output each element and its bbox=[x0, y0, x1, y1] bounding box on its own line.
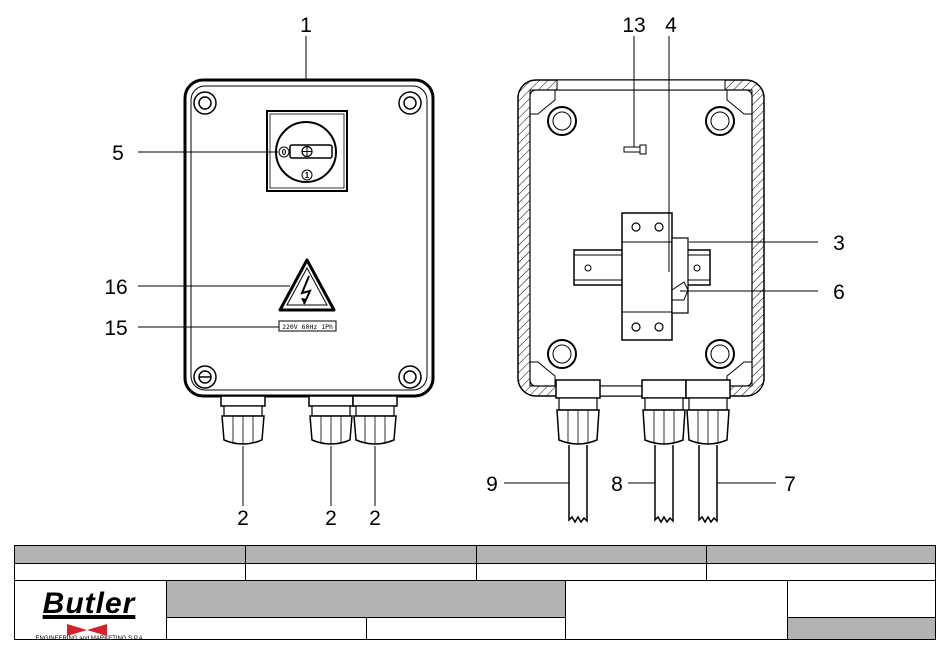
mounting-boss-icon bbox=[548, 107, 576, 135]
butler-logo-mark-icon bbox=[67, 624, 107, 636]
electrical-box-drawing: 0 1 220V 60Hz 1Ph bbox=[0, 0, 950, 545]
title-cell bbox=[565, 580, 788, 640]
callout-1: 1 bbox=[300, 14, 312, 37]
mounting-boss-icon bbox=[706, 340, 734, 368]
callout-9: 9 bbox=[486, 473, 498, 496]
rear-view: 13 4 3 6 9 8 7 bbox=[486, 14, 845, 522]
switch-pos-off: 0 bbox=[282, 148, 287, 157]
rating-plate-text: 220V 60Hz 1Ph bbox=[282, 323, 333, 331]
title-header-cell bbox=[14, 545, 246, 564]
callout-4: 4 bbox=[665, 14, 677, 37]
cable-gland bbox=[353, 396, 397, 444]
callout-6: 6 bbox=[833, 281, 845, 304]
callout-5: 5 bbox=[112, 142, 124, 165]
butler-logo-subtitle: ENGINEERING and MARKETING S.P.A. bbox=[15, 636, 165, 642]
cable-gland bbox=[221, 396, 265, 444]
title-value-cell bbox=[14, 563, 246, 581]
cable-gland bbox=[642, 380, 686, 522]
callout-3: 3 bbox=[833, 232, 845, 255]
cable-gland bbox=[556, 380, 600, 522]
callout-2: 2 bbox=[369, 507, 381, 530]
title-header-cell bbox=[706, 545, 936, 564]
callout-16: 16 bbox=[104, 276, 127, 299]
callout-2: 2 bbox=[237, 507, 249, 530]
mounting-boss-icon bbox=[548, 340, 576, 368]
title-block: Butler ENGINEERING and MARKETING S.P.A. bbox=[14, 545, 936, 640]
title-header-cell bbox=[245, 545, 477, 564]
logo-cell: Butler ENGINEERING and MARKETING S.P.A. bbox=[14, 580, 167, 640]
title-grey-cell bbox=[787, 617, 936, 640]
title-value-cell bbox=[706, 563, 936, 581]
callout-2: 2 bbox=[325, 507, 337, 530]
butler-logo: Butler bbox=[15, 587, 163, 621]
front-view: 0 1 220V 60Hz 1Ph bbox=[104, 14, 433, 530]
cable-gland bbox=[309, 396, 353, 444]
callout-8: 8 bbox=[611, 473, 623, 496]
switch-pos-on: 1 bbox=[305, 171, 310, 180]
title-grey-cell bbox=[166, 580, 566, 618]
callout-13: 13 bbox=[622, 14, 645, 37]
title-value-cell bbox=[476, 563, 707, 581]
title-cell bbox=[787, 580, 936, 618]
callout-15: 15 bbox=[104, 317, 127, 340]
callout-7: 7 bbox=[784, 473, 796, 496]
title-cell bbox=[166, 617, 367, 640]
title-value-cell bbox=[245, 563, 477, 581]
cable-gland bbox=[686, 380, 730, 522]
title-cell bbox=[366, 617, 566, 640]
mounting-boss-icon bbox=[706, 107, 734, 135]
title-header-cell bbox=[476, 545, 707, 564]
